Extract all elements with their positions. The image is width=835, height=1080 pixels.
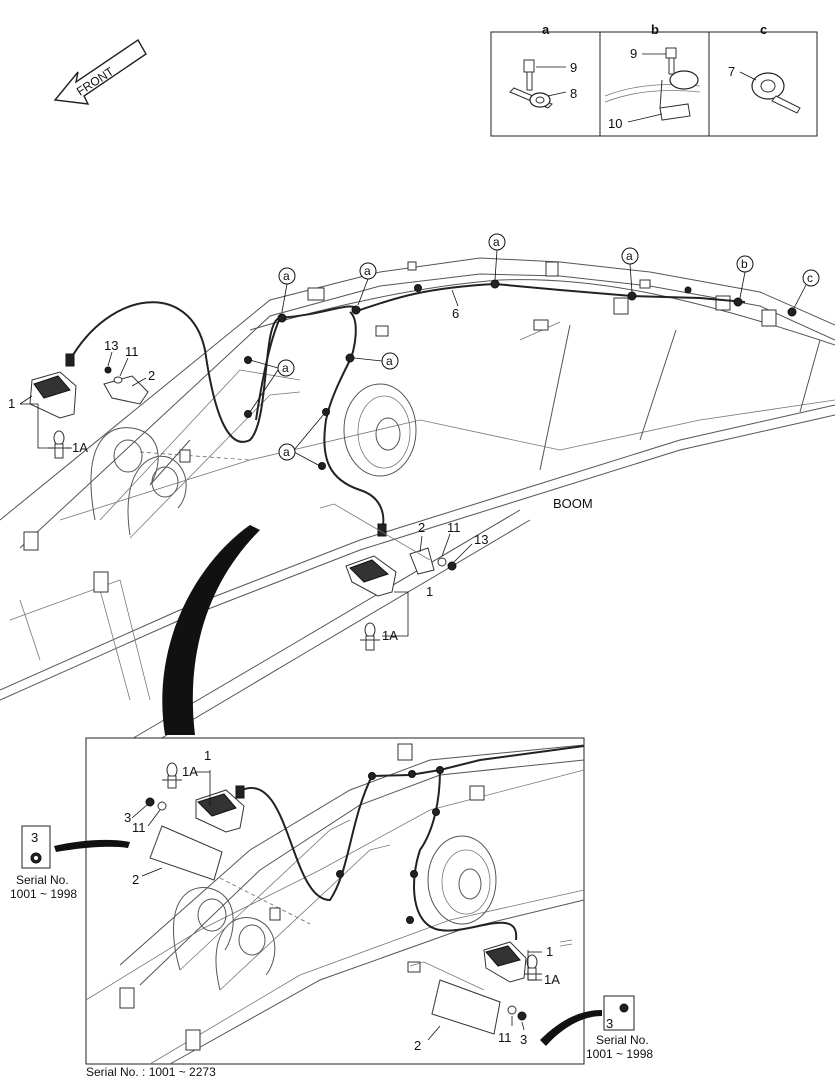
inset-right-screw-number: 3 — [520, 1032, 527, 1047]
detail-b-bracket-number: 10 — [608, 116, 622, 131]
inset-right-box-number: 2 — [414, 1038, 421, 1053]
harness-number: 6 — [452, 306, 459, 321]
detail-header-a: a — [542, 22, 550, 37]
serial-right-range: 1001 ~ 1998 — [586, 1047, 653, 1061]
right-bulb — [360, 622, 380, 651]
boom-structure — [0, 257, 835, 749]
inset-left-washer-number: 11 — [132, 820, 146, 835]
boom-label: BOOM — [553, 496, 593, 511]
left-lamp-number: 1 — [8, 396, 15, 411]
right-lamp-assembly — [319, 503, 473, 651]
serial-note-right — [540, 995, 635, 1046]
inset-left-bulb-number: 1A — [182, 764, 198, 779]
inset-right-lamp-number: 1 — [546, 944, 553, 959]
inset-serial-label: Serial No. : 1001 ~ 2273 — [86, 1065, 216, 1079]
right-bulb-number: 1A — [382, 628, 398, 643]
right-lamp-number: 1 — [426, 584, 433, 599]
callouts: a a a a b c a a a — [249, 233, 820, 467]
harness-clips — [244, 279, 797, 470]
callout-a-7: a — [283, 445, 290, 459]
callout-a-4: a — [626, 249, 633, 263]
serial-note-left — [21, 825, 130, 869]
callout-a-3: a — [493, 235, 500, 249]
detail-a-clip-number: 8 — [570, 86, 577, 101]
inset-left-lamp-number: 1 — [204, 748, 211, 763]
serial-left-screw-number: 3 — [31, 830, 38, 845]
right-bracket-number: 2 — [418, 520, 425, 535]
detail-c-drawing — [739, 71, 801, 114]
left-washer-number: 11 — [125, 344, 139, 359]
inset-right-bulb-number: 1A — [544, 972, 560, 987]
callout-a-6: a — [282, 361, 289, 375]
left-bulb-number: 1A — [72, 440, 88, 455]
serial-right-screw-number: 3 — [606, 1016, 613, 1031]
inset-right-washer-number: 11 — [498, 1030, 512, 1045]
callout-a-2: a — [364, 264, 371, 278]
callout-a-5: a — [386, 354, 393, 368]
detail-c-clip-number: 7 — [728, 64, 735, 79]
detail-a-bolt-number: 9 — [570, 60, 577, 75]
inset-left-box-number: 2 — [132, 872, 139, 887]
left-bolt-number: 13 — [104, 338, 118, 353]
detail-a-drawing — [509, 59, 567, 109]
left-lamp-assembly — [19, 351, 149, 459]
serial-left-range: 1001 ~ 1998 — [10, 887, 77, 901]
detail-b-bolt-number: 9 — [630, 46, 637, 61]
inset-left-screw-number: 3 — [124, 810, 131, 825]
left-bulb — [48, 430, 70, 459]
detail-header-c: c — [760, 22, 767, 37]
detail-b-drawing — [604, 47, 701, 123]
left-bracket-number: 2 — [148, 368, 155, 383]
right-washer-number: 11 — [447, 520, 461, 535]
serial-right-label: Serial No. — [596, 1033, 649, 1047]
detail-header-b: b — [651, 22, 659, 37]
serial-left-label: Serial No. — [16, 873, 69, 887]
inset-panel — [85, 737, 585, 1065]
callout-a-1: a — [283, 269, 290, 283]
callout-b: b — [741, 257, 748, 271]
detail-panel: a b c 9 8 9 10 — [490, 22, 818, 137]
callout-c: c — [807, 271, 813, 285]
detail-arc — [162, 525, 260, 735]
right-bolt-number: 13 — [474, 532, 488, 547]
front-arrow: FRONT — [53, 38, 147, 105]
